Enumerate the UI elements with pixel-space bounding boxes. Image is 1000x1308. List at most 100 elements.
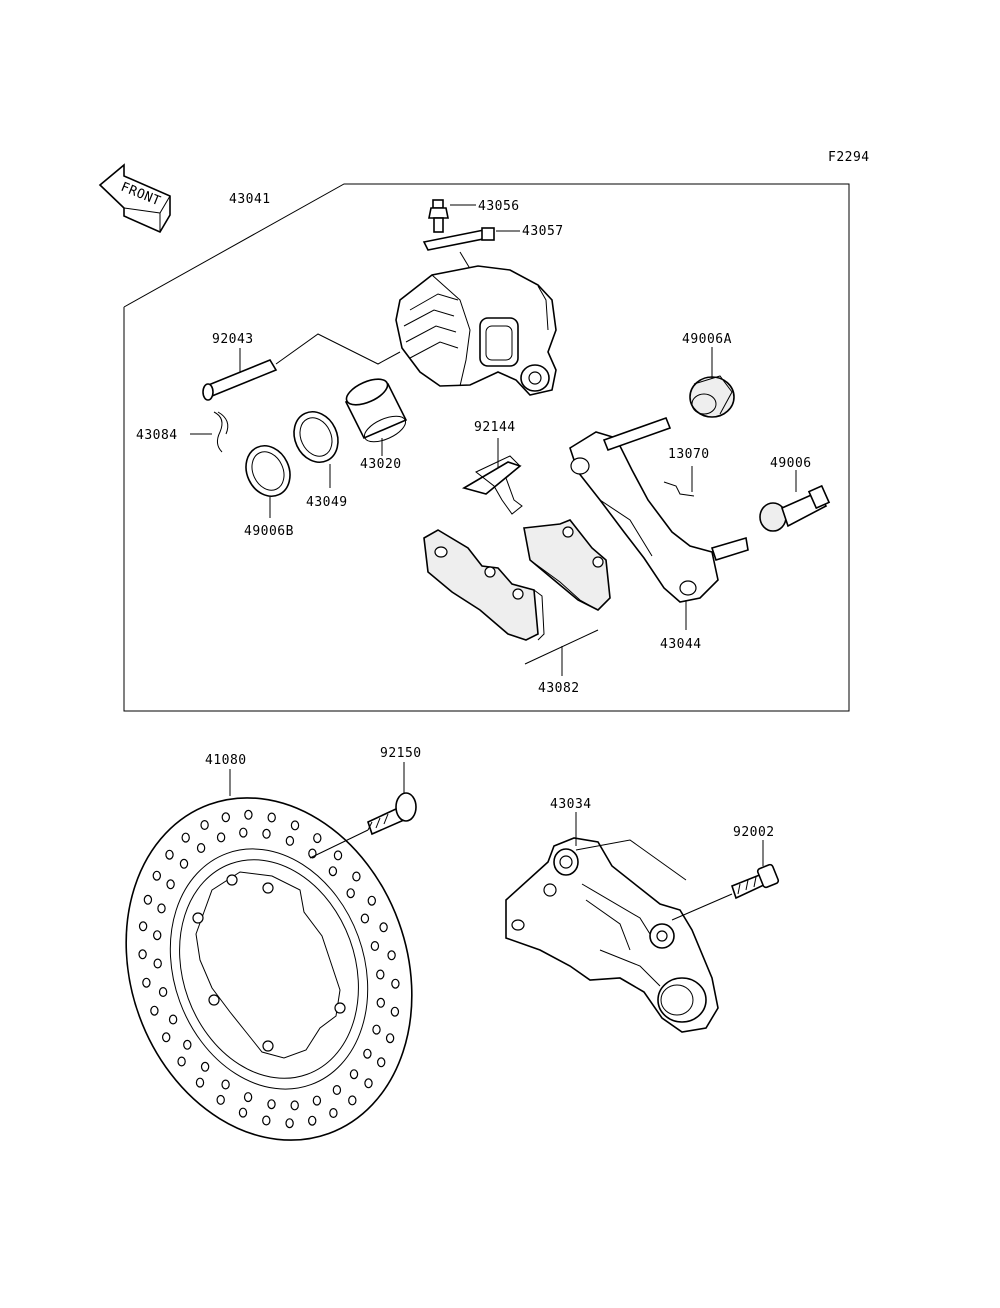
label-43044: 43044 <box>660 637 702 652</box>
boot-49006a <box>689 347 735 418</box>
disc-vent-hole <box>200 1061 210 1072</box>
disc-vent-hole <box>267 812 276 823</box>
caliper-pin <box>202 333 401 401</box>
disc-vent-hole <box>285 1118 294 1129</box>
disc-vent-hole <box>161 1032 171 1043</box>
disc-vent-hole <box>157 903 166 914</box>
disc-vent-hole <box>179 858 189 869</box>
label-43041: 43041 <box>229 192 271 207</box>
disc-vent-hole <box>243 1092 253 1103</box>
label-43049: 43049 <box>306 495 348 510</box>
label-43082: 43082 <box>538 681 580 696</box>
disc-vent-hole <box>216 832 226 843</box>
disc-vent-hole <box>168 1014 178 1025</box>
disc-vent-hole <box>262 1115 271 1126</box>
disc-vent-hole <box>165 849 174 860</box>
label-13070: 13070 <box>668 447 710 462</box>
disc-vent-hole <box>360 913 370 924</box>
disc-vent-hole <box>328 866 338 877</box>
disc-vent-hole <box>216 1094 225 1105</box>
disc-bolt <box>309 762 417 859</box>
label-49006B: 49006B <box>244 524 294 539</box>
disc-vent-hole <box>221 1079 230 1090</box>
brake-pad-outer <box>523 519 611 611</box>
disc-vent-hole <box>313 833 322 844</box>
seal-49006b <box>245 445 291 518</box>
disc-vent-hole <box>142 977 151 988</box>
disc-vent-hole <box>221 812 230 823</box>
disc-vent-hole <box>196 842 206 853</box>
disc-vent-hole <box>152 930 162 941</box>
disc-vent-hole <box>377 1057 386 1068</box>
label-92002: 92002 <box>733 825 775 840</box>
label-49006A: 49006A <box>682 332 732 347</box>
disc-vent-hole <box>138 921 148 932</box>
disc-vent-hole <box>262 828 271 839</box>
disc-vent-hole <box>177 1056 186 1067</box>
disc-vent-hole <box>364 1078 373 1089</box>
disc-vent-hole <box>195 1077 205 1088</box>
disc-vent-hole <box>390 1006 400 1017</box>
disc-vent-hole <box>312 1095 322 1106</box>
disc-vent-hole <box>267 1099 276 1110</box>
bracket-clip <box>663 466 695 497</box>
disc-vent-hole <box>367 895 376 906</box>
disc-vent-hole <box>352 871 361 882</box>
brake-pad-inner <box>423 529 545 641</box>
label-49006: 49006 <box>770 456 812 471</box>
disc-vent-hole <box>376 997 385 1008</box>
disc-vent-holes <box>138 809 400 1129</box>
pad-spring <box>461 438 523 515</box>
disc-vent-hole <box>332 1084 342 1095</box>
disc-vent-hole <box>238 1107 248 1118</box>
disc-vent-hole <box>387 950 396 961</box>
label-43034: 43034 <box>550 797 592 812</box>
disc-vent-hole <box>244 809 253 820</box>
label-92043: 92043 <box>212 332 254 347</box>
disc-vent-hole <box>370 940 380 951</box>
caliper-bracket <box>569 416 749 630</box>
boot-49006 <box>759 470 831 532</box>
disc-vent-hole <box>372 1024 381 1035</box>
caliper-assembly-frame <box>123 183 850 712</box>
seal-43049 <box>293 411 339 488</box>
disc-vent-hole <box>166 879 175 890</box>
retaining-clip <box>190 411 229 453</box>
disc-vent-hole <box>363 1048 372 1059</box>
disc-vent-hole <box>158 986 168 997</box>
brake-disc <box>125 769 413 1141</box>
disc-vent-hole <box>153 958 162 969</box>
disc-vent-hole <box>329 1107 338 1118</box>
label-43057: 43057 <box>522 224 564 239</box>
disc-vent-hole <box>376 969 385 980</box>
disc-vent-hole <box>150 1005 159 1016</box>
figure-code: F2294 <box>828 150 870 165</box>
disc-vent-hole <box>346 888 355 899</box>
disc-vent-hole <box>333 850 343 861</box>
front-arrow-icon: FRONT <box>98 163 171 234</box>
disc-vent-hole <box>379 922 388 933</box>
label-92150: 92150 <box>380 746 422 761</box>
caliper-mount <box>505 812 733 1033</box>
piston <box>344 378 408 456</box>
label-92144: 92144 <box>474 420 516 435</box>
disc-vent-hole <box>290 1100 299 1111</box>
bleed-cap <box>422 227 520 251</box>
disc-vent-hole <box>285 835 295 846</box>
label-43056: 43056 <box>478 199 520 214</box>
disc-vent-hole <box>385 1033 395 1044</box>
disc-vent-hole <box>239 827 248 838</box>
disc-vent-hole <box>290 820 300 831</box>
caliper-body <box>395 265 557 396</box>
label-41080: 41080 <box>205 753 247 768</box>
disc-vent-hole <box>348 1095 357 1106</box>
label-43020: 43020 <box>360 457 402 472</box>
mount-bolt <box>731 840 780 900</box>
disc-vent-hole <box>143 894 153 905</box>
disc-vent-hole <box>181 832 190 843</box>
disc-vent-hole <box>183 1039 192 1050</box>
disc-vent-hole <box>308 1115 317 1126</box>
disc-vent-hole <box>138 949 147 960</box>
disc-vent-hole <box>200 819 209 830</box>
disc-vent-hole <box>391 978 400 989</box>
